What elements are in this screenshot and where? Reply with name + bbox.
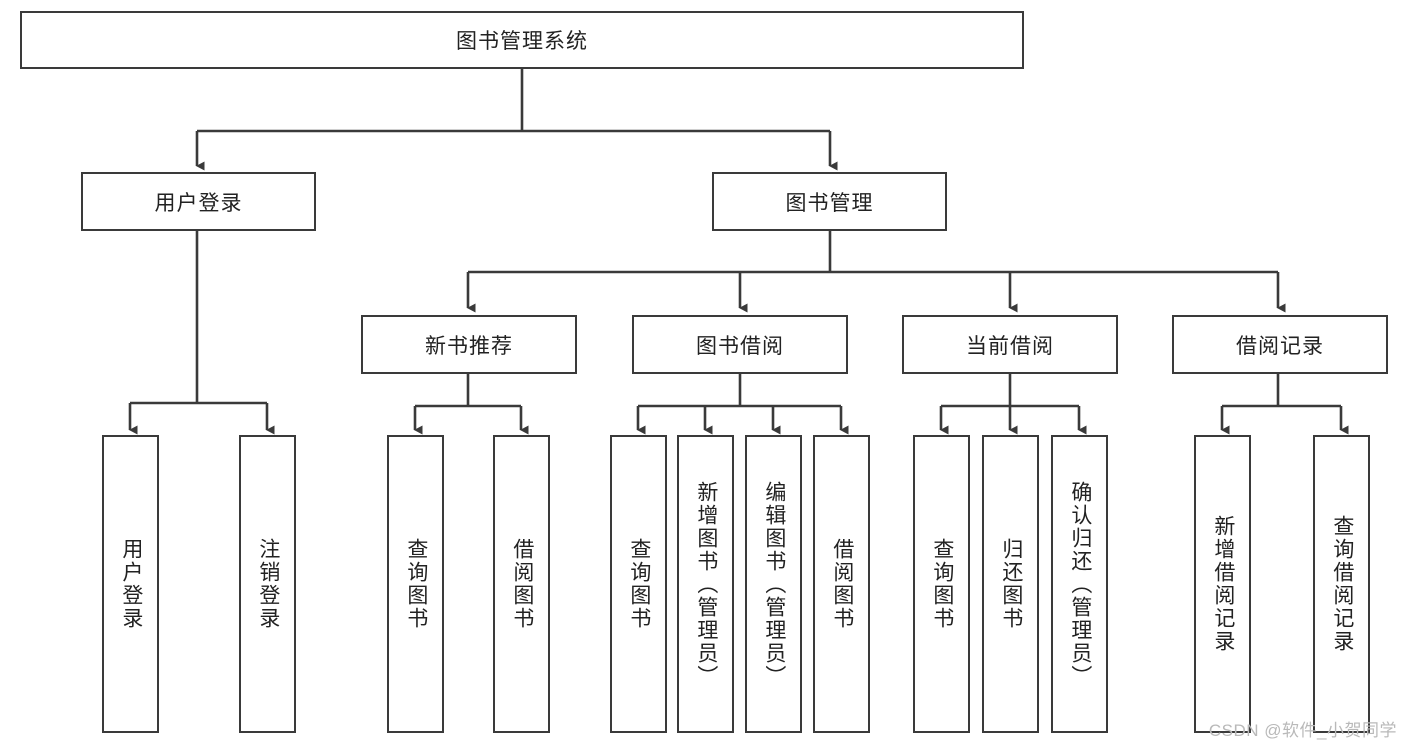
- node-new-book-recommend[interactable]: 新书推荐: [361, 315, 577, 374]
- node-label: 用户登录: [119, 538, 143, 630]
- node-book-management[interactable]: 图书管理: [712, 172, 947, 231]
- leaf-record-query-record[interactable]: 查询借阅记录: [1313, 435, 1370, 733]
- leaf-user-login-login[interactable]: 用户登录: [102, 435, 159, 733]
- node-label: 借阅图书: [510, 538, 534, 630]
- leaf-borrow-query-book[interactable]: 查询图书: [610, 435, 667, 733]
- leaf-borrow-borrow-book[interactable]: 借阅图书: [813, 435, 870, 733]
- leaf-recommend-borrow-book[interactable]: 借阅图书: [493, 435, 550, 733]
- node-label: 查询图书: [627, 538, 651, 630]
- node-label: 编辑图书（管理员）: [762, 480, 786, 688]
- leaf-borrow-edit-book-admin[interactable]: 编辑图书（管理员）: [745, 435, 802, 733]
- node-label: 归还图书: [999, 538, 1023, 630]
- node-label: 当前借阅: [966, 334, 1054, 358]
- node-label: 用户登录: [154, 191, 243, 215]
- node-label: 新增图书（管理员）: [694, 480, 718, 688]
- leaf-current-query-book[interactable]: 查询图书: [913, 435, 970, 733]
- node-label: 确认归还（管理员）: [1068, 480, 1092, 688]
- node-label: 图书借阅: [696, 334, 784, 358]
- leaf-recommend-query-book[interactable]: 查询图书: [387, 435, 444, 733]
- leaf-current-confirm-return-admin[interactable]: 确认归还（管理员）: [1051, 435, 1108, 733]
- node-book-borrow[interactable]: 图书借阅: [632, 315, 848, 374]
- node-label: 图书管理: [785, 191, 874, 215]
- node-label: 查询图书: [404, 538, 428, 630]
- leaf-borrow-add-book-admin[interactable]: 新增图书（管理员）: [677, 435, 734, 733]
- node-label: 查询借阅记录: [1330, 515, 1354, 653]
- leaf-record-add-record[interactable]: 新增借阅记录: [1194, 435, 1251, 733]
- leaf-current-return-book[interactable]: 归还图书: [982, 435, 1039, 733]
- node-label: 借阅记录: [1236, 334, 1324, 358]
- csdn-watermark: CSDN @软件_小贺同学: [1208, 721, 1397, 740]
- node-user-login[interactable]: 用户登录: [81, 172, 316, 231]
- node-root-system[interactable]: 图书管理系统: [20, 11, 1024, 69]
- node-label: 借阅图书: [830, 538, 854, 630]
- node-current-borrow[interactable]: 当前借阅: [902, 315, 1118, 374]
- node-label: 新增借阅记录: [1211, 515, 1235, 653]
- node-label: 注销登录: [256, 538, 280, 630]
- node-label: 图书管理系统: [456, 30, 588, 53]
- leaf-user-login-logout[interactable]: 注销登录: [239, 435, 296, 733]
- node-label: 新书推荐: [425, 334, 513, 358]
- node-label: 查询图书: [930, 538, 954, 630]
- node-borrow-record[interactable]: 借阅记录: [1172, 315, 1388, 374]
